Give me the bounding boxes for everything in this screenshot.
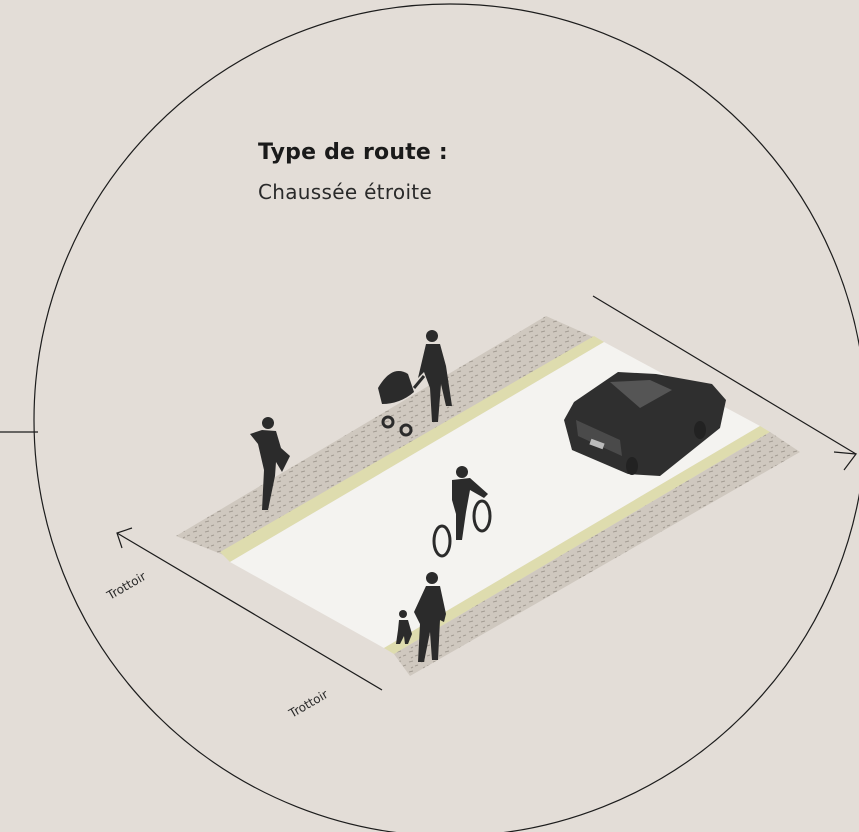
road-type-title: Type de route : <box>258 140 448 165</box>
road-type-subtitle: Chaussée étroite <box>258 180 432 204</box>
